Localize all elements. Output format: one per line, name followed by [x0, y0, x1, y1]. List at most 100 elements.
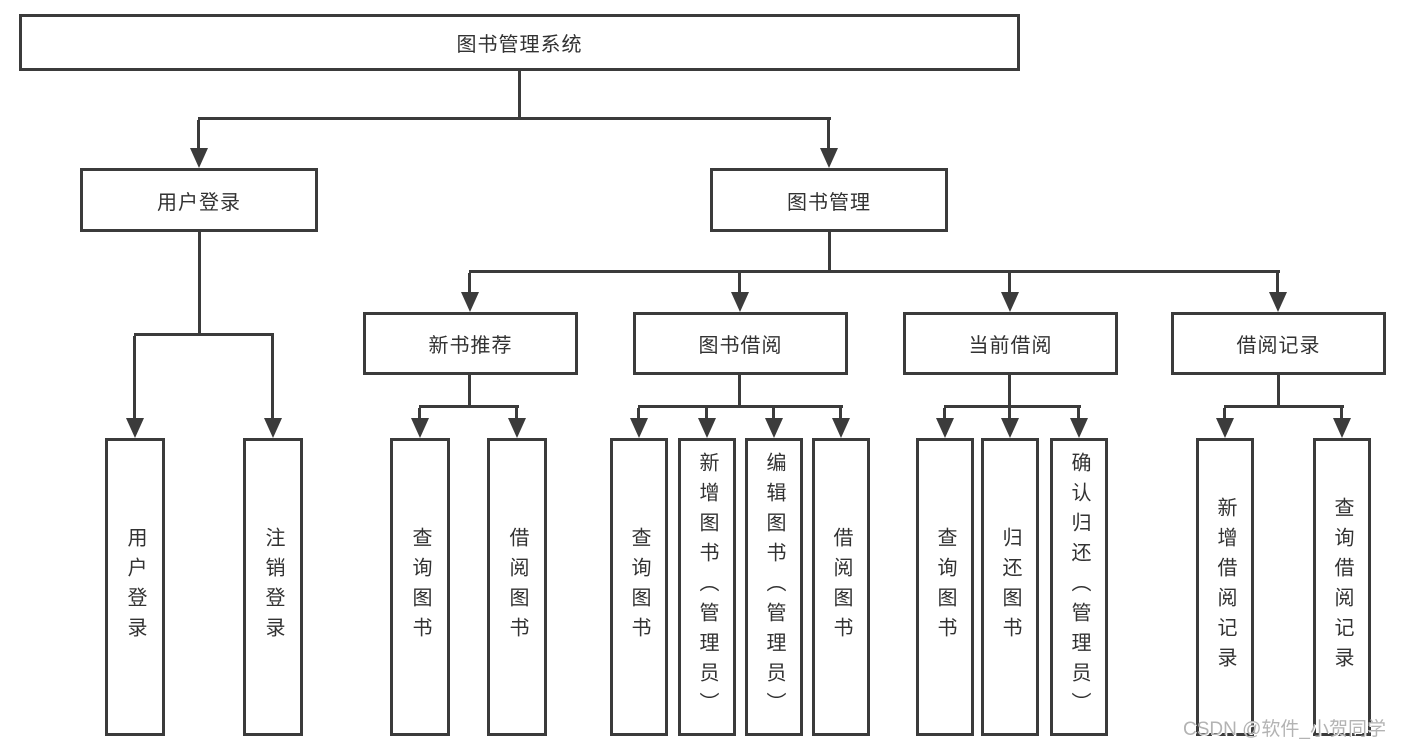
arrow-shaft	[133, 336, 136, 419]
arrow-shaft	[827, 120, 830, 149]
arrow-to-book-mgmt	[820, 120, 838, 168]
leaf-new-books-query-label: 查询图书	[409, 527, 431, 647]
arrow-shaft	[1008, 273, 1011, 293]
leaf-current-confirm-label: 确认归还（管理员）	[1068, 452, 1090, 722]
node-current-label: 当前借阅	[968, 335, 1053, 357]
leaf-user-login: 用户登录	[105, 438, 165, 736]
leaf-logout-label: 注销登录	[262, 527, 284, 647]
node-book-mgmt-label: 图书管理	[787, 191, 871, 214]
arrow-head-icon	[698, 418, 716, 438]
arrow-shaft	[515, 408, 518, 419]
leaf-borrowing-add: 新增图书（管理员）	[678, 438, 736, 736]
arrow-to-records	[1269, 273, 1287, 312]
connector-root-stem	[518, 70, 521, 117]
leaf-borrowing-borrow: 借阅图书	[812, 438, 870, 736]
arrow-head-icon	[508, 418, 526, 438]
arrow-to-current-query	[936, 408, 954, 438]
arrow-shaft	[637, 408, 640, 419]
arrow-to-current	[1001, 273, 1019, 312]
arrow-to-borrowing-add	[698, 408, 716, 438]
leaf-current-confirm: 确认归还（管理员）	[1050, 438, 1108, 736]
leaf-borrowing-query-label: 查询图书	[628, 527, 650, 647]
arrow-head-icon	[936, 418, 954, 438]
arrow-to-current-return	[1001, 408, 1019, 438]
arrow-head-icon	[1333, 418, 1351, 438]
leaf-borrowing-edit-label: 编辑图书（管理员）	[763, 452, 785, 722]
arrow-head-icon	[731, 292, 749, 312]
arrow-head-icon	[461, 292, 479, 312]
arrow-to-new-books-query	[411, 408, 429, 438]
arrow-to-logout-leaf	[264, 336, 282, 438]
arrow-to-borrowing-borrow	[832, 408, 850, 438]
leaf-current-return-label: 归还图书	[999, 527, 1021, 647]
arrow-head-icon	[264, 418, 282, 438]
arrow-head-icon	[765, 418, 783, 438]
arrow-shaft	[468, 273, 471, 293]
arrow-head-icon	[1001, 418, 1019, 438]
connector-records-stem	[1277, 375, 1280, 405]
arrow-to-user-login	[190, 120, 208, 168]
leaf-current-return: 归还图书	[981, 438, 1039, 736]
arrow-shaft	[197, 120, 200, 149]
leaf-records-add: 新增借阅记录	[1196, 438, 1254, 736]
arrow-shaft	[1077, 408, 1080, 419]
arrow-to-borrowing	[731, 273, 749, 312]
connector-book-mgmt-bar	[469, 270, 1280, 273]
node-records-label: 借阅记录	[1236, 335, 1321, 357]
leaf-user-login-label: 用户登录	[124, 527, 146, 647]
arrow-shaft	[772, 408, 775, 419]
arrow-head-icon	[1070, 418, 1088, 438]
arrow-head-icon	[1216, 418, 1234, 438]
leaf-current-query: 查询图书	[916, 438, 974, 736]
leaf-new-books-borrow: 借阅图书	[487, 438, 547, 736]
node-current: 当前借阅	[903, 312, 1118, 375]
connector-user-login-stem	[198, 232, 201, 333]
leaf-current-query-label: 查询图书	[934, 527, 956, 647]
connector-user-login-bar	[134, 333, 274, 336]
arrow-head-icon	[190, 148, 208, 168]
leaf-borrowing-borrow-label: 借阅图书	[830, 527, 852, 647]
node-book-mgmt: 图书管理	[710, 168, 948, 232]
arrow-head-icon	[630, 418, 648, 438]
arrow-shaft	[1276, 273, 1279, 293]
connector-root-bar	[198, 117, 831, 120]
arrow-head-icon	[411, 418, 429, 438]
connector-borrowing-bar	[638, 405, 843, 408]
arrow-shaft	[738, 273, 741, 293]
arrow-shaft	[705, 408, 708, 419]
node-library-system: 图书管理系统	[19, 14, 1020, 71]
arrow-to-records-query	[1333, 408, 1351, 438]
arrow-head-icon	[1001, 292, 1019, 312]
node-user-login-label: 用户登录	[157, 191, 241, 214]
arrow-to-login-leaf	[126, 336, 144, 438]
arrow-to-records-add	[1216, 408, 1234, 438]
arrow-head-icon	[820, 148, 838, 168]
connector-book-mgmt-stem	[828, 232, 831, 270]
node-records: 借阅记录	[1171, 312, 1386, 375]
arrow-shaft	[1223, 408, 1226, 419]
arrow-shaft	[1340, 408, 1343, 419]
leaf-records-query: 查询借阅记录	[1313, 438, 1371, 736]
arrow-to-borrowing-query	[630, 408, 648, 438]
node-user-login: 用户登录	[80, 168, 318, 232]
connector-new-books-bar	[419, 405, 519, 408]
arrow-shaft	[271, 336, 274, 419]
arrow-head-icon	[1269, 292, 1287, 312]
arrow-to-new-books	[461, 273, 479, 312]
node-borrowing-label: 图书借阅	[698, 335, 783, 357]
connector-current-bar	[944, 405, 1081, 408]
arrow-shaft	[839, 408, 842, 419]
arrow-head-icon	[126, 418, 144, 438]
arrow-shaft	[1008, 408, 1011, 419]
leaf-records-query-label: 查询借阅记录	[1331, 497, 1353, 677]
node-borrowing: 图书借阅	[633, 312, 848, 375]
arrow-to-borrowing-edit	[765, 408, 783, 438]
arrow-to-current-confirm	[1070, 408, 1088, 438]
leaf-records-add-label: 新增借阅记录	[1214, 497, 1236, 677]
arrow-shaft	[943, 408, 946, 419]
leaf-new-books-query: 查询图书	[390, 438, 450, 736]
node-library-system-label: 图书管理系统	[456, 34, 583, 56]
node-new-books: 新书推荐	[363, 312, 578, 375]
node-new-books-label: 新书推荐	[428, 335, 513, 357]
